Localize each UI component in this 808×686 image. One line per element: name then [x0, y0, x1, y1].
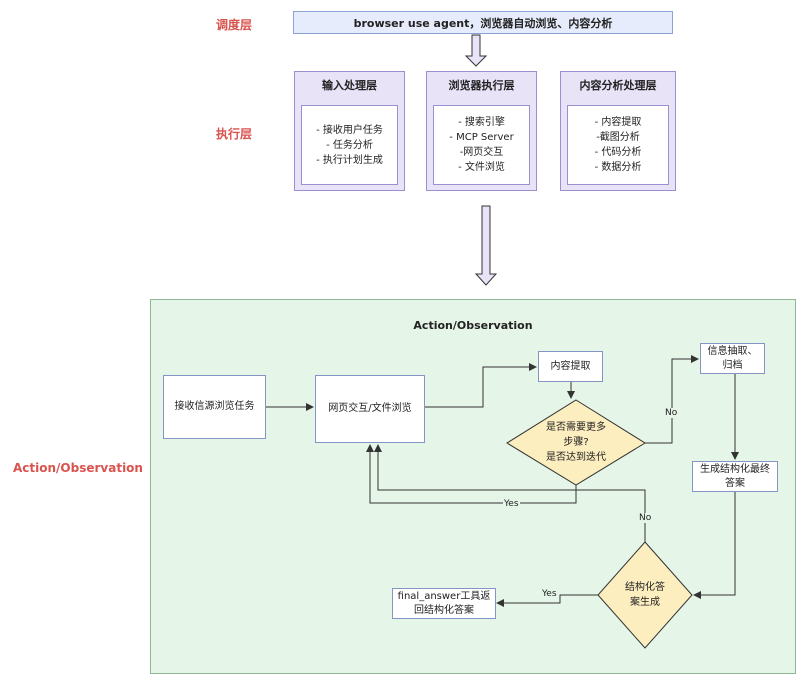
layer-item: - 搜索引擎	[458, 117, 505, 128]
decision-need-more-text: 是否需要更多 步骤? 是否达到迭代	[520, 420, 632, 465]
block-arrow-down	[464, 34, 488, 67]
receive-task-node: 接收信源浏览任务	[163, 375, 266, 439]
content-extract-node: 内容提取	[538, 351, 603, 382]
decision-line: 步骤?	[563, 437, 589, 448]
content-analysis-layer: 内容分析处理层 - 内容提取 -截图分析 - 代码分析 - 数据分析	[560, 71, 676, 191]
final-answer-node: final_answer工具返 回结构化答案	[392, 588, 496, 619]
layer-item: -网页交互	[459, 147, 504, 158]
layer-item: - 数据分析	[594, 162, 642, 173]
layer-item-list: - 接收用户任务 - 任务分析 - 执行计划生成	[301, 105, 398, 185]
action-observation-side-label: Action/Observation	[13, 461, 143, 475]
node-label: 归档	[722, 359, 743, 371]
layer-item: - 任务分析	[326, 139, 373, 151]
node-label: 回结构化答案	[414, 604, 474, 616]
layer-title: 浏览器执行层	[448, 79, 515, 92]
decision-structured-text: 结构化答 案生成	[610, 580, 680, 610]
panel-title: Action/Observation	[413, 319, 533, 332]
edge-label-no: No	[638, 513, 653, 523]
layer-item: - MCP Server	[449, 132, 514, 143]
node-label: 内容提取	[550, 360, 591, 372]
decision-diamond-structured	[597, 541, 693, 649]
edge-label-yes: Yes	[541, 589, 558, 599]
info-extract-node: 信息抽取、 归档	[700, 343, 765, 374]
edge-label-no: No	[664, 408, 679, 418]
node-label: final_answer工具返	[397, 590, 491, 602]
decision-line: 是否需要更多	[546, 422, 606, 433]
layer-item: - 文件浏览	[458, 162, 505, 173]
node-label: 答案	[725, 477, 745, 489]
execution-layer-label: 执行层	[216, 127, 253, 141]
node-label: 生成结构化最终	[700, 463, 770, 475]
layer-item: - 执行计划生成	[316, 154, 383, 166]
generate-answer-node: 生成结构化最终 答案	[692, 461, 778, 492]
decision-line: 结构化答	[625, 582, 665, 593]
agent-description-text: browser use agent，浏览器自动浏览、内容分析	[353, 16, 613, 30]
block-arrow-down	[474, 205, 498, 286]
scheduling-layer-label: 调度层	[216, 18, 253, 32]
decision-line: 案生成	[630, 597, 660, 608]
web-interaction-node: 网页交互/文件浏览	[315, 375, 425, 443]
browser-execution-layer: 浏览器执行层 - 搜索引擎 - MCP Server -网页交互 - 文件浏览	[426, 71, 537, 191]
node-label: 接收信源浏览任务	[174, 401, 255, 412]
layer-title: 内容分析处理层	[579, 79, 657, 92]
layer-item-list: - 内容提取 -截图分析 - 代码分析 - 数据分析	[567, 105, 669, 185]
decision-line: 是否达到迭代	[546, 452, 606, 463]
layer-item-list: - 搜索引擎 - MCP Server -网页交互 - 文件浏览	[433, 105, 530, 185]
node-label: 网页交互/文件浏览	[328, 403, 412, 414]
layer-item: -截图分析	[596, 132, 640, 143]
layer-item: - 内容提取	[594, 117, 642, 128]
node-label: 信息抽取、	[707, 345, 758, 357]
agent-description-box: browser use agent，浏览器自动浏览、内容分析	[293, 11, 673, 34]
input-processing-layer: 输入处理层 - 接收用户任务 - 任务分析 - 执行计划生成	[294, 71, 405, 191]
layer-item: - 代码分析	[594, 147, 642, 158]
layer-title: 输入处理层	[322, 79, 377, 92]
edge-label-yes: Yes	[503, 499, 520, 509]
layer-item: - 接收用户任务	[316, 124, 383, 136]
